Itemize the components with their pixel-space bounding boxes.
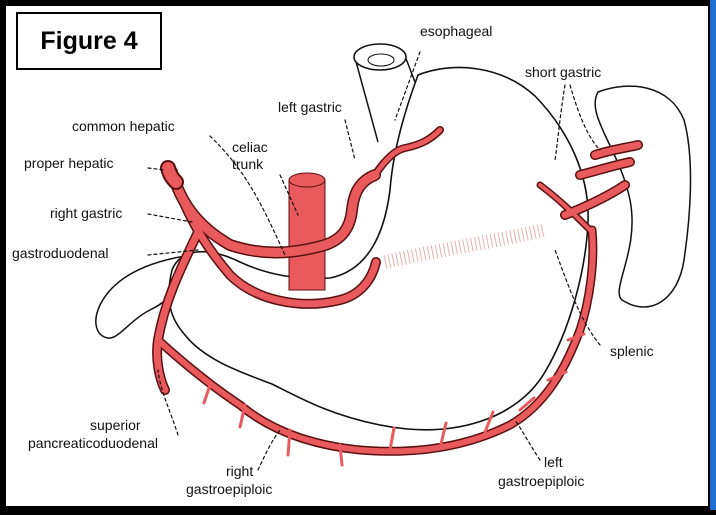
label-celiac-trunk-line2: trunk: [232, 156, 264, 172]
label-superior-pancreaticoduodenal-line1: superior: [90, 417, 141, 433]
label-superior-pancreaticoduodenal-line2: pancreaticoduodenal: [28, 435, 158, 451]
figure-title: Figure 4: [16, 12, 162, 70]
label-short-gastric: short gastric: [525, 64, 601, 80]
label-left-gastroepiploic-line1: left: [544, 454, 563, 470]
celiac-trunk-top: [289, 173, 325, 187]
label-left-gastroepiploic-line2: gastroepiploic: [498, 473, 584, 489]
label-left-gastric: left gastric: [278, 99, 342, 115]
artery-network: [289, 173, 325, 290]
label-right-gastroepiploic-line2: gastroepiploic: [186, 481, 272, 497]
label-right-gastroepiploic-line1: right: [226, 463, 253, 479]
label-gastroduodenal: gastroduodenal: [12, 245, 109, 261]
label-proper-hepatic: proper hepatic: [24, 155, 114, 171]
proper-hepatic-artery: [168, 168, 176, 182]
label-esophageal: esophageal: [420, 23, 492, 39]
label-celiac-trunk-line1: celiac: [232, 139, 268, 155]
right-edge-strip: [710, 0, 716, 510]
label-right-gastric: right gastric: [50, 205, 122, 221]
label-common-hepatic: common hepatic: [72, 118, 175, 134]
celiac-trunk-vessel: [289, 180, 325, 290]
label-splenic: splenic: [610, 343, 654, 359]
